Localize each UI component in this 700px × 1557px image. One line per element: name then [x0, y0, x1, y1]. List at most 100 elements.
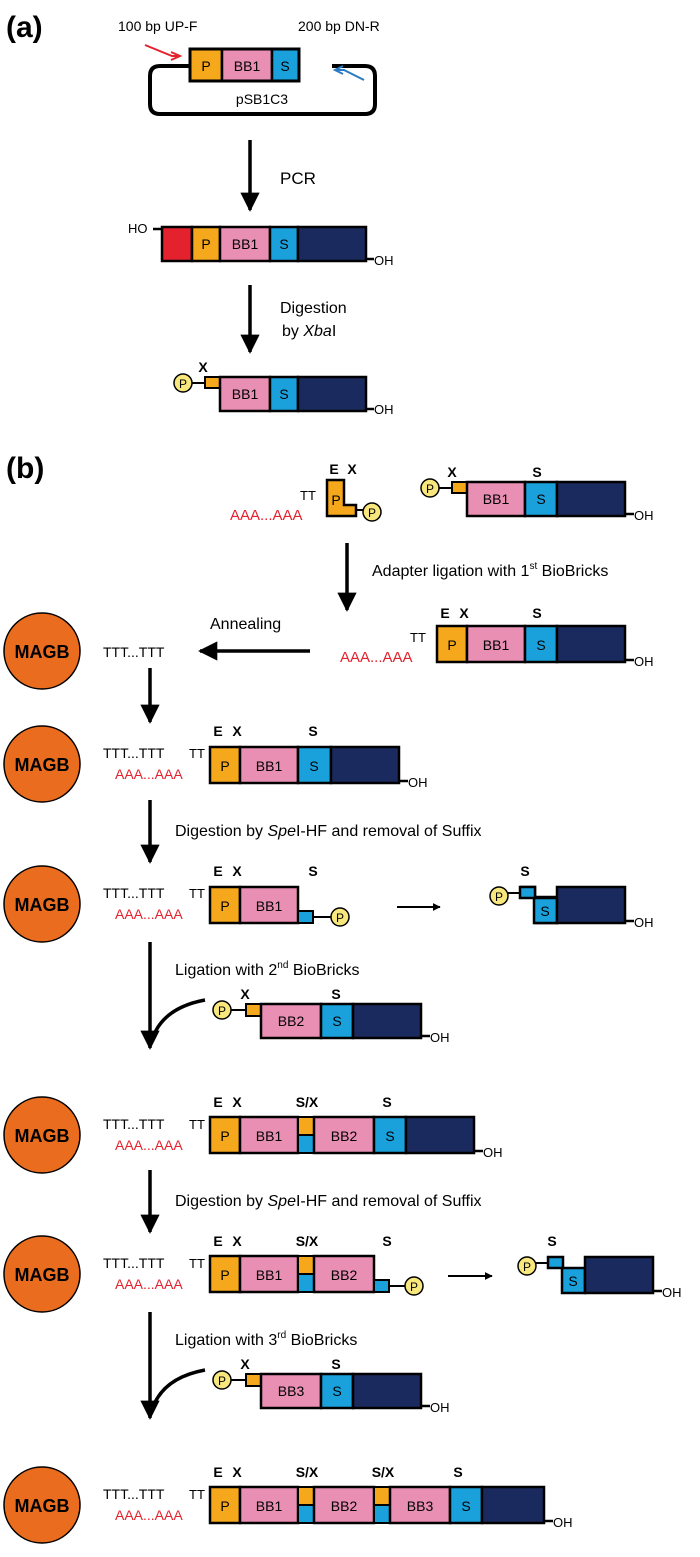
- bead-3-x-label: X: [232, 863, 242, 879]
- bb2-input-biobrick: [259, 1002, 323, 1040]
- digest-a-x-label: X: [198, 359, 208, 375]
- magb-bead-1: [3, 612, 81, 690]
- bead-6-scar-1-bottom: [297, 1504, 315, 1524]
- bead-3-e-label: E: [213, 863, 222, 879]
- pcr-product-upstream: [160, 225, 194, 263]
- bead-6-x-label: X: [232, 1464, 242, 1480]
- plasmid-name: pSB1C3: [236, 91, 288, 107]
- bead-6-biobrick-1: [238, 1485, 300, 1525]
- bead-4-suffix-label: S: [385, 1128, 394, 1144]
- bead-3-biobrick-label: BB1: [256, 898, 283, 914]
- bb2-input-oh: OH: [430, 1030, 450, 1045]
- bead-5-promoter: [208, 1254, 242, 1294]
- bead-6-scar-1-top: [297, 1486, 315, 1506]
- bead-2-backbone: [329, 745, 401, 785]
- bead-5-polyt: TTT...TTT: [103, 1255, 165, 1271]
- step-pcr-label: PCR: [280, 169, 316, 188]
- bb1-input-backbone: [555, 480, 627, 518]
- bead-2-promoter-label: P: [220, 758, 229, 774]
- bead-6-polya: AAA...AAA: [115, 1507, 183, 1523]
- construct1-polya: AAA...AAA: [340, 649, 413, 666]
- primer-fwd-arrowhead: [170, 51, 183, 61]
- bead-3-biobrick: [238, 885, 300, 925]
- bead-3-polya: AAA...AAA: [115, 906, 183, 922]
- magb-bead-6: [3, 1466, 81, 1544]
- construct1-tt: TT: [410, 630, 426, 645]
- bead-4-x-label: X: [232, 1094, 242, 1110]
- arrow-ligation-2-curve: [150, 998, 206, 1041]
- magb-bead-6-label: MAGB: [15, 1496, 70, 1516]
- construct1-suffix-label: S: [536, 637, 545, 653]
- removed-suffix-1-backbone: [555, 885, 627, 925]
- bead-5-biobrick-1-label: BB1: [256, 1267, 283, 1283]
- bead-5-promoter-label: P: [220, 1267, 229, 1283]
- bead-4-scar-top: [297, 1116, 315, 1136]
- step-ligation-3: Ligation with 3rd BioBricks: [175, 1330, 357, 1349]
- bead-2-suffix: [296, 745, 333, 785]
- bead-3-tt: TT: [189, 886, 205, 901]
- bead-5-e-label: E: [213, 1233, 222, 1249]
- bead-2-s-label: S: [308, 723, 317, 739]
- bb1-input-x-label: X: [447, 464, 457, 480]
- removed-suffix-2-suffix: [546, 1255, 587, 1295]
- digest-a-suffix: [268, 375, 300, 413]
- bead-4-sx-label: S/X: [296, 1094, 319, 1110]
- magb-bead-4-label: MAGB: [15, 1126, 70, 1146]
- bead-2-polyt: TTT...TTT: [103, 745, 165, 761]
- construct1-backbone: [555, 624, 627, 664]
- digest-a-biobrick: [218, 375, 272, 413]
- panel-a-label-text: (a): [6, 11, 43, 44]
- bead-6-sx-label-2: S/X: [372, 1464, 395, 1480]
- bead-5-scar-top: [297, 1255, 315, 1275]
- adapter-promoter-label: P: [331, 492, 340, 508]
- bb3-input-suffix-label: S: [332, 1383, 341, 1399]
- digest-a-biobrick-label: BB1: [232, 386, 259, 402]
- bead-4-backbone: [404, 1115, 476, 1155]
- step-ligation-2: Ligation with 2nd BioBricks: [175, 960, 360, 979]
- bead-6-suffix-label: S: [461, 1498, 470, 1514]
- step-spei-digestion-2: Digestion by SpeI-HF and removal of Suff…: [175, 1193, 482, 1210]
- bb1-input-overhang: [451, 481, 468, 494]
- removed-suffix-2-phosphate: [517, 1256, 537, 1276]
- bead-4-biobrick-1-label: BB1: [256, 1128, 283, 1144]
- pcr-product-oh: OH: [374, 253, 394, 268]
- magb-bead-4: [3, 1096, 81, 1174]
- removed-suffix-2-backbone: [583, 1255, 655, 1295]
- bead-6-promoter-label: P: [220, 1498, 229, 1514]
- digest-a-backbone: [296, 375, 368, 413]
- primer-fwd-label: 100 bp UP-F: [118, 18, 197, 34]
- primer-fwd-arrow: [144, 44, 179, 57]
- plasmid-suffix-label: S: [280, 58, 289, 74]
- bead-3-promoter-label: P: [220, 898, 229, 914]
- bead-4-oh: OH: [483, 1145, 503, 1160]
- construct1-oh: OH: [634, 654, 654, 669]
- pcr-product-backbone: [296, 225, 368, 263]
- bead-5-overhang: [373, 1279, 390, 1293]
- bb2-input-s-label: S: [331, 986, 340, 1002]
- magb-bead-2-label: MAGB: [15, 755, 70, 775]
- construct1-biobrick: [465, 624, 527, 664]
- bb1-input-suffix-label: S: [536, 491, 545, 507]
- removed-suffix-1-suffix: [518, 885, 559, 925]
- bead-5-phosphate-label: P: [410, 1280, 418, 1294]
- primer-rev-arrowhead: [332, 65, 344, 75]
- adapter-promoter: [325, 478, 358, 518]
- construct1-s-label: S: [532, 605, 541, 621]
- bead-6-biobrick-2: [312, 1485, 376, 1525]
- adapter-phosphate: [362, 502, 382, 522]
- removed-suffix-1-phosphate: [489, 886, 509, 906]
- bb1-input-s-label: S: [532, 464, 541, 480]
- bb2-input-x-label: X: [240, 986, 250, 1002]
- magb-bead-2: [3, 725, 81, 803]
- bead-2-oh: OH: [408, 775, 428, 790]
- bead-4-biobrick-2-label: BB2: [331, 1128, 358, 1144]
- bead-6-biobrick-2-label: BB2: [331, 1498, 358, 1514]
- digest-a-phosphate-label: P: [179, 377, 187, 391]
- bead-5-biobrick-2: [312, 1254, 376, 1294]
- bb3-input-biobrick-label: BB3: [278, 1383, 305, 1399]
- bb3-input-suffix: [319, 1372, 355, 1410]
- pcr-product-promoter-label: P: [201, 236, 210, 252]
- bead-6-tt: TT: [189, 1487, 205, 1502]
- step-adapter-ligation: Adapter ligation with 1st BioBricks: [372, 561, 608, 580]
